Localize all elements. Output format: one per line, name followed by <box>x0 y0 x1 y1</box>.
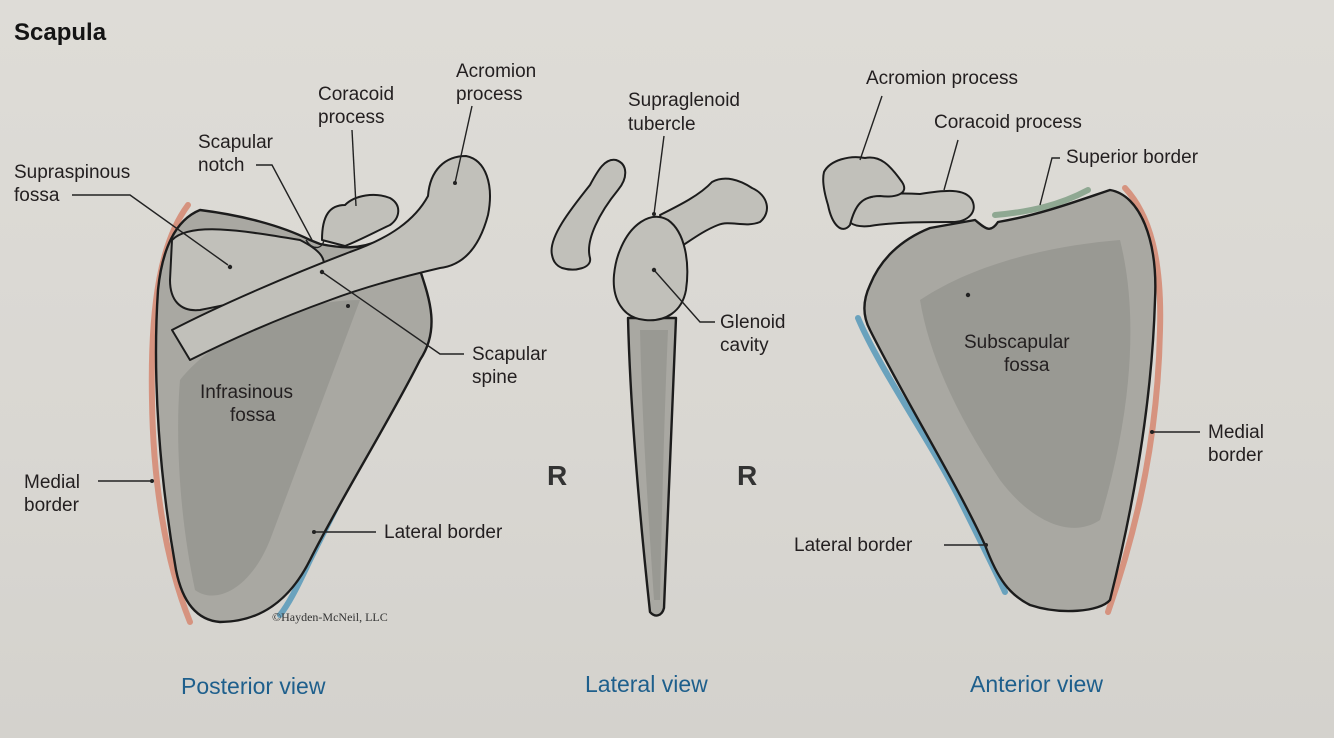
caption-lateral: Lateral view <box>585 671 708 697</box>
anterior-view: Acromion process Coracoid process Superi… <box>794 68 1264 697</box>
label-glenoid-2: cavity <box>720 335 769 356</box>
posterior-medial-dot <box>150 479 154 483</box>
label-anterior-acromion: Acromion process <box>866 68 1018 89</box>
lateral-blade-shading <box>640 330 668 600</box>
leader-anterior-coracoid <box>943 139 959 191</box>
label-scapular-notch-2: notch <box>198 155 244 176</box>
copyright-text: ©Hayden-McNeil, LLC <box>272 610 388 624</box>
label-acromion-1: Acromion <box>456 61 536 82</box>
posterior-view: Supraspinous fossa Scapular notch Coraco… <box>14 61 548 699</box>
lateral-coracoid-shape <box>550 158 627 271</box>
subscapular-shading <box>920 240 1131 528</box>
label-posterior-medial-2: border <box>24 495 80 516</box>
anterior-medial-dot <box>1150 430 1154 434</box>
label-subscapular-2: fossa <box>1004 355 1050 376</box>
leader-anterior-acromion <box>859 95 883 161</box>
supraspinous-dot <box>227 264 233 270</box>
leader-scapular-notch <box>256 164 313 241</box>
label-infraspinous-1: Infrasinous <box>200 382 293 403</box>
posterior-lateral-dot <box>312 530 316 534</box>
leader-glenoid <box>653 269 715 323</box>
label-coracoid-1: Coracoid <box>318 84 394 105</box>
label-anterior-coracoid: Coracoid process <box>934 112 1082 133</box>
label-subscapular-1: Subscapular <box>964 332 1070 353</box>
label-acromion-2: process <box>456 84 523 105</box>
anterior-lateral-dot <box>984 543 988 547</box>
label-scapular-spine-1: Scapular <box>472 344 548 365</box>
leader-supraspinous <box>72 194 229 266</box>
label-anterior-medial-2: border <box>1208 445 1264 466</box>
caption-posterior: Posterior view <box>181 673 326 699</box>
anterior-coracoid-shape <box>845 189 975 228</box>
posterior-spine-acromion-shape <box>171 155 491 361</box>
posterior-coracoid-shape <box>321 193 400 247</box>
side-marker-right: R <box>737 460 757 491</box>
infraspinous-shading <box>178 300 360 596</box>
label-superior-border: Superior border <box>1066 147 1199 168</box>
label-scapular-notch-1: Scapular <box>198 132 274 153</box>
caption-anterior: Anterior view <box>970 671 1103 697</box>
scapular-notch-curve <box>305 239 325 249</box>
leader-supraglenoid <box>653 135 665 215</box>
label-anterior-lateral: Lateral border <box>794 535 913 556</box>
label-supraspinous-1: Supraspinous <box>14 162 130 183</box>
label-coracoid-2: process <box>318 107 385 128</box>
side-marker-left: R <box>547 460 567 491</box>
lateral-view: Supraglenoid tubercle Glenoid cavity R R… <box>547 90 786 697</box>
label-supraspinous-2: fossa <box>14 185 60 206</box>
lateral-glenoid-shape <box>612 215 689 322</box>
label-supraglenoid-2: tubercle <box>628 114 696 135</box>
page-title: Scapula <box>14 19 107 46</box>
anterior-acromion-shape <box>822 156 906 230</box>
anterior-superior-border-highlight <box>992 187 1091 218</box>
label-anterior-medial-1: Medial <box>1208 422 1264 443</box>
leader-scapular-spine <box>321 271 464 355</box>
label-infraspinous-2: fossa <box>230 405 276 426</box>
label-glenoid-1: Glenoid <box>720 312 786 333</box>
label-scapular-spine-2: spine <box>472 367 517 388</box>
anterior-medial-border-highlight <box>1105 185 1164 615</box>
spine-dot-2 <box>346 304 350 308</box>
label-posterior-lateral: Lateral border <box>384 522 503 543</box>
label-posterior-medial-1: Medial <box>24 472 80 493</box>
label-supraglenoid-1: Supraglenoid <box>628 90 740 111</box>
subscapular-dot <box>965 292 971 298</box>
lateral-acromion-shape <box>659 177 768 253</box>
leader-superior-border <box>1039 157 1060 206</box>
leader-coracoid <box>351 129 357 207</box>
leader-acromion <box>454 105 473 184</box>
